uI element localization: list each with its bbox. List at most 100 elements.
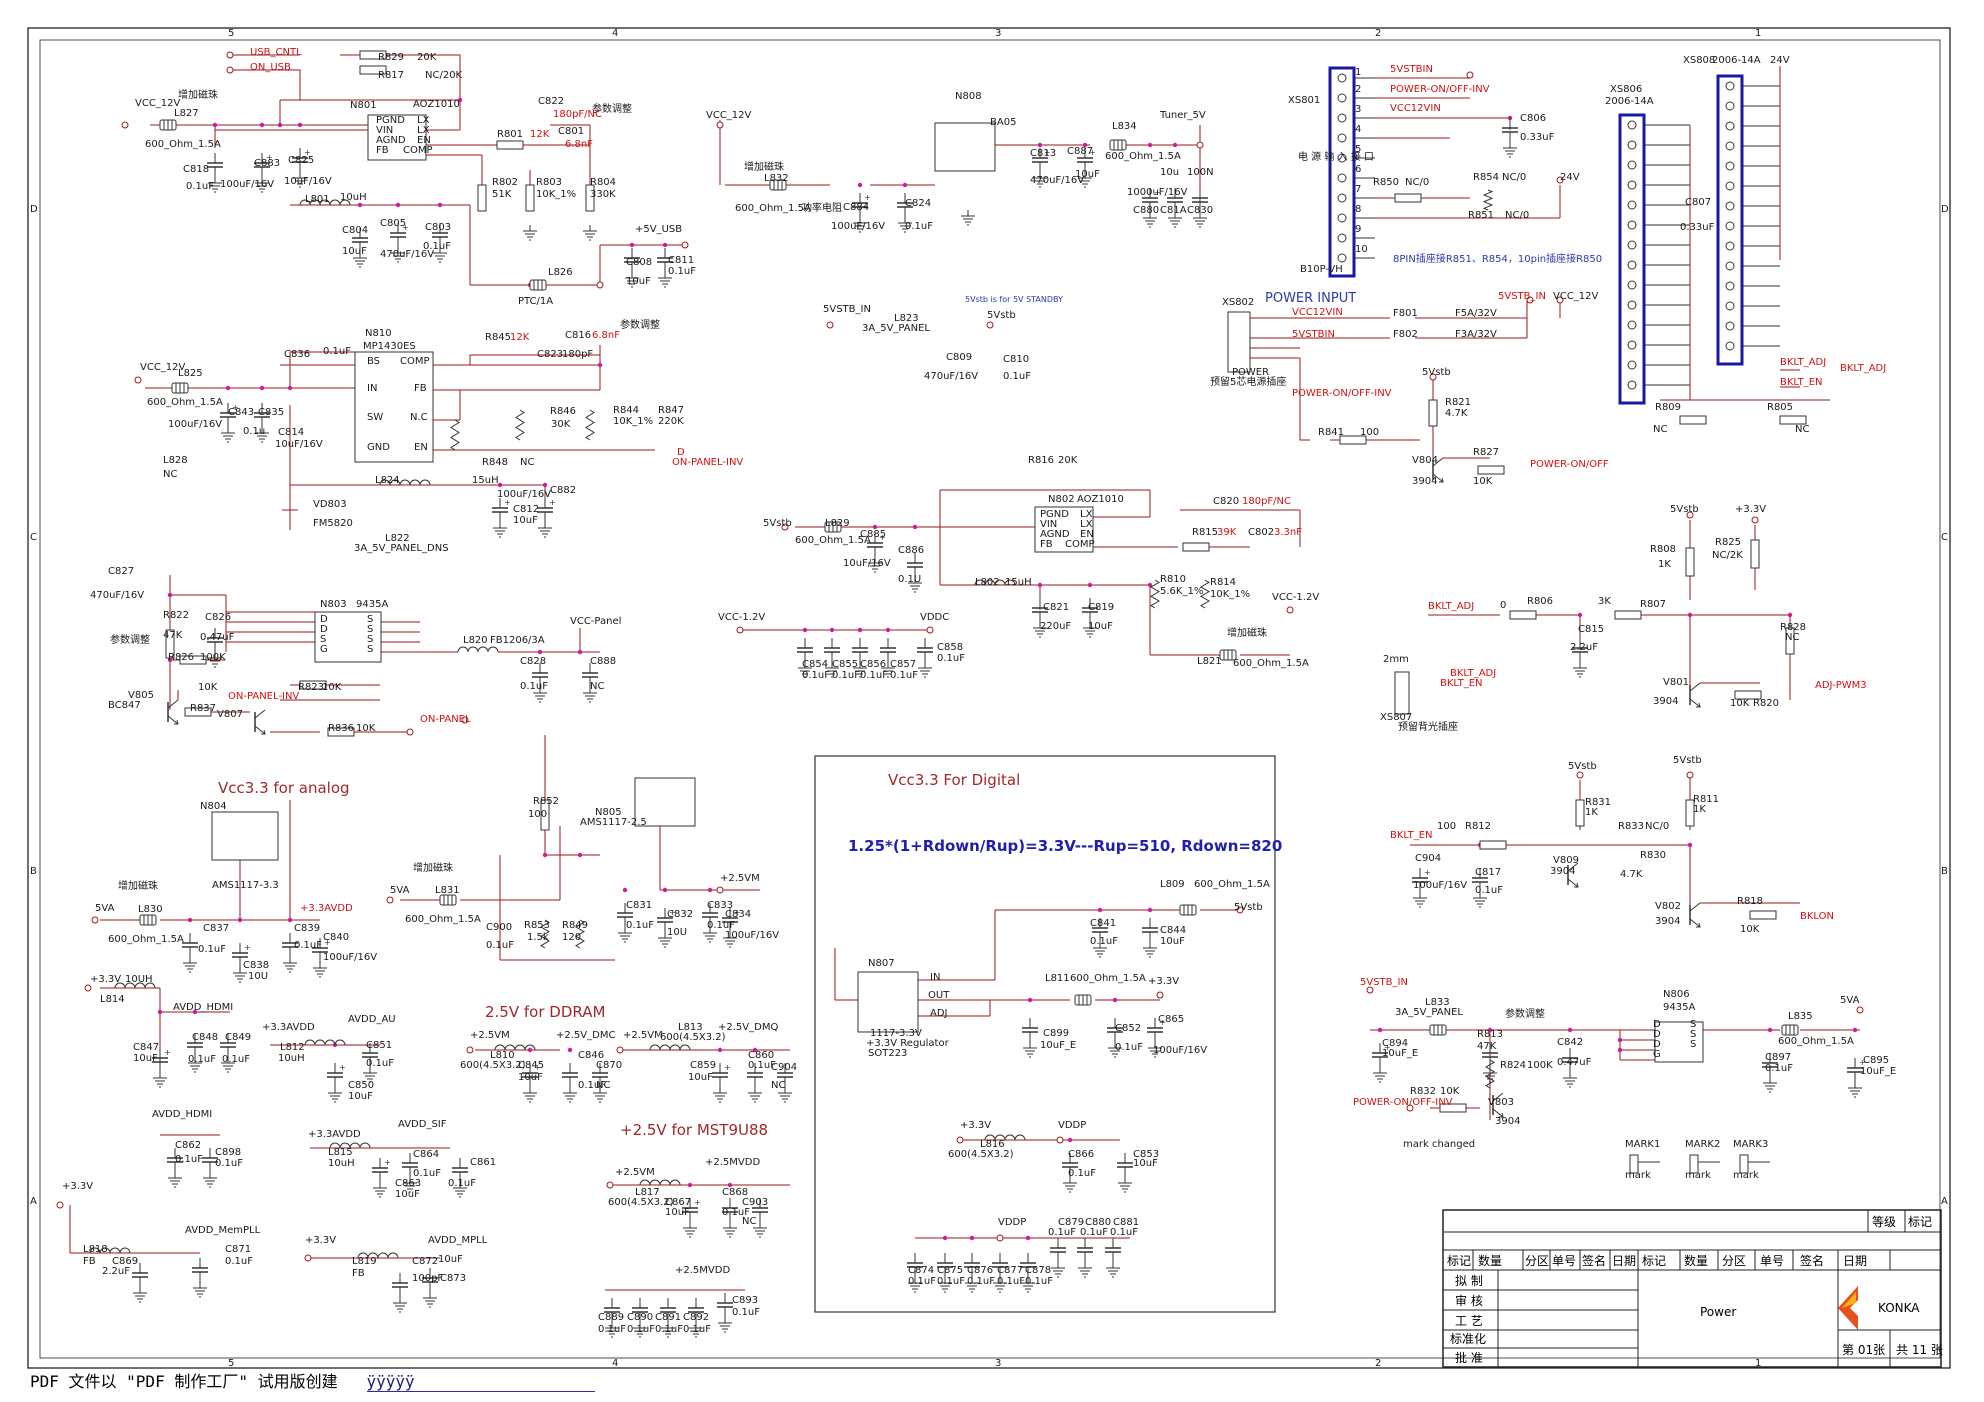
schematic-label: 470uF/16V xyxy=(1030,175,1084,186)
schematic-label: VCC_12V xyxy=(1553,291,1599,302)
schematic-label: S xyxy=(1690,1039,1696,1050)
grid-col-5-bottom: 5 xyxy=(228,1358,234,1369)
capacitor-symbol xyxy=(422,1268,438,1292)
schematic-label: G xyxy=(320,644,328,655)
schematic-label: 0.1uF xyxy=(908,1276,936,1287)
schematic-label: C842 xyxy=(1557,1037,1583,1048)
schematic-label: 0.1uF xyxy=(732,1307,760,1318)
connector-pin xyxy=(1627,260,1637,270)
schematic-label: 0.33uF xyxy=(1680,222,1715,233)
schematic-label: SOT223 xyxy=(868,1048,907,1059)
schematic-label: R832 xyxy=(1410,1086,1436,1097)
schematic-label: Tuner_5V xyxy=(1159,110,1206,121)
schematic-label: 0.1uF xyxy=(1475,885,1503,896)
schematic-label: C848 xyxy=(192,1032,218,1043)
schematic-label: +3.3V Regulator xyxy=(866,1038,950,1049)
ground-symbol xyxy=(363,1067,377,1083)
resistor-symbol xyxy=(515,409,525,441)
capacitor-symbol xyxy=(702,903,718,927)
junction-dot xyxy=(157,1009,163,1015)
schematic-label: R846 xyxy=(550,406,576,417)
tb-h5: 签名 xyxy=(1582,1253,1606,1268)
capacitor-symbol xyxy=(282,933,298,957)
ground-symbol xyxy=(748,1087,762,1103)
ground-symbol xyxy=(778,1087,792,1103)
connector-pin xyxy=(1337,253,1347,263)
schematic-label: 600_Ohm_1.5A xyxy=(145,139,221,150)
inductor-symbol xyxy=(89,1247,131,1254)
schematic-label: S xyxy=(320,634,326,645)
junction-dot xyxy=(629,242,635,248)
ground-symbol xyxy=(713,1087,727,1103)
schematic-label: 0 xyxy=(1500,600,1506,611)
schematic-label: ON-PANEL xyxy=(420,714,471,725)
terminal-symbol xyxy=(56,1201,64,1209)
capacitor-symbol xyxy=(604,1298,620,1322)
footer-link[interactable]: ÿÿÿÿÿ xyxy=(366,1372,595,1392)
schematic-label: C808 xyxy=(626,257,652,268)
schematic-label: C884 xyxy=(843,202,869,213)
schematic-label: V805 xyxy=(128,690,154,701)
connector-pin xyxy=(1337,213,1347,223)
cap-polarity: + xyxy=(1384,1043,1391,1052)
ground-symbol xyxy=(1051,1262,1065,1278)
schematic-label: C891 xyxy=(655,1312,681,1323)
schematic-label: 10uH xyxy=(328,1158,355,1169)
schematic-label: LX xyxy=(1080,519,1093,530)
junction-dot xyxy=(1027,997,1033,1003)
cap-polarity: + xyxy=(734,908,741,917)
schematic-label: 10uF xyxy=(513,515,538,526)
schematic-label: 100uF/16V xyxy=(725,930,779,941)
section-headings: Vcc3.3 for analog Vcc3.3 For Digital 1.2… xyxy=(218,291,1356,1313)
resistor-symbol xyxy=(1734,690,1762,700)
terminal-symbol xyxy=(716,121,724,129)
schematic-label: AVDD_MemPLL xyxy=(185,1225,261,1236)
schematic-label: 100 xyxy=(1437,821,1456,832)
ground-symbol xyxy=(1373,1067,1387,1083)
junction-dot xyxy=(1082,142,1088,148)
ground-symbol xyxy=(993,1277,1007,1293)
ground-symbol xyxy=(961,210,975,226)
schematic-label: R812 xyxy=(1465,821,1491,832)
ground-symbol xyxy=(683,1222,697,1238)
schematic-label: 0.1uF xyxy=(1048,1227,1076,1238)
capacitor-symbol xyxy=(187,1033,203,1057)
schematic-label: BKLT_ADJ xyxy=(1780,357,1826,368)
connector-pin xyxy=(1337,93,1347,103)
schematic-label: L821 xyxy=(1197,656,1222,667)
schematic-label: C802 xyxy=(1248,527,1274,538)
schematic-label: C850 xyxy=(348,1080,374,1091)
ic-body xyxy=(934,122,996,172)
schematic-label: L828 xyxy=(163,455,188,466)
ground-symbol xyxy=(1413,892,1427,908)
schematic-label: 5Vstb xyxy=(1234,902,1263,913)
junction-dot xyxy=(1767,1027,1773,1033)
schematic-label: R805 xyxy=(1767,402,1793,413)
schematic-label: 0.1uF xyxy=(1110,1227,1138,1238)
ground-symbol xyxy=(908,1277,922,1293)
schematic-label: C806 xyxy=(1520,113,1546,124)
junction-dot xyxy=(527,1047,533,1053)
transistor-emitter xyxy=(254,725,266,735)
capacitor-symbol xyxy=(897,193,913,217)
schematic-label: C873 xyxy=(440,1273,466,1284)
schematic-label: L802 xyxy=(975,577,1000,588)
schematic-label: R801 xyxy=(497,129,523,140)
schematic-label: C882 xyxy=(550,485,576,496)
schematic-label: L810 xyxy=(490,1050,515,1061)
capacitor-symbol xyxy=(432,223,448,247)
schematic-label: C866 xyxy=(1068,1149,1094,1160)
schematic-label: L817 xyxy=(635,1187,660,1198)
schematic-label: R806 xyxy=(1527,596,1553,607)
schematic-label: R849 xyxy=(562,920,588,931)
capacitor-symbol: + xyxy=(682,1198,701,1222)
schematic-label: L820 xyxy=(463,635,488,646)
ic-body xyxy=(634,777,696,827)
schematic-label: 10K_1% xyxy=(613,416,653,427)
schematic-label: L827 xyxy=(174,108,199,119)
schematic-label: 参数调整 xyxy=(592,102,632,115)
terminal-symbol xyxy=(716,886,724,894)
schematic-label: V802 xyxy=(1655,901,1681,912)
schematic-label: S xyxy=(367,634,373,645)
schematic-label: 47K xyxy=(1477,1041,1497,1052)
